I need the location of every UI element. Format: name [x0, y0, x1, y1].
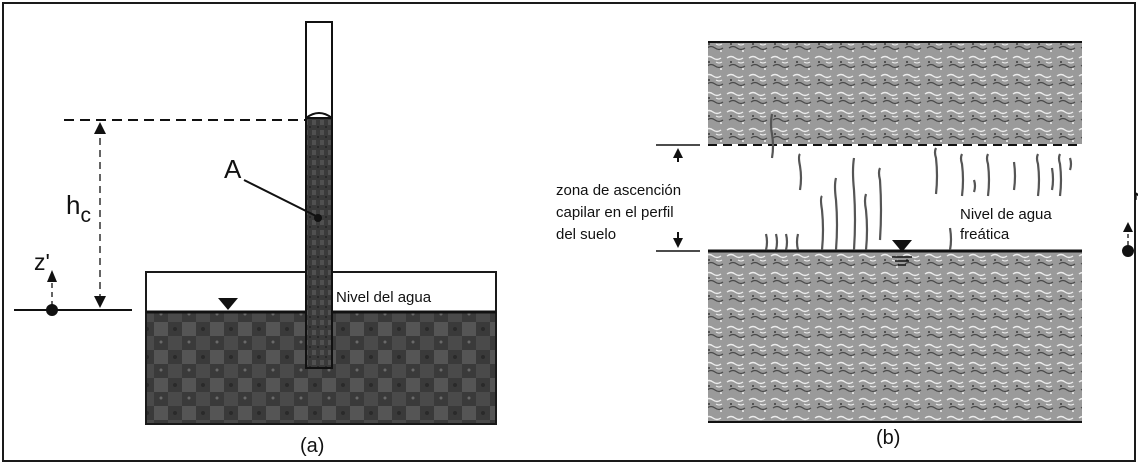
point-a-leader — [243, 179, 317, 217]
point-a-dot — [314, 214, 322, 222]
soil-upper — [708, 42, 1082, 144]
hc-arrow-up — [94, 122, 106, 134]
water-table-triangle — [892, 240, 912, 252]
water-table-label-bg — [954, 200, 1076, 244]
zone-arrow-top — [673, 148, 683, 158]
z-label-b: z' — [1131, 192, 1138, 205]
tube-water-column — [305, 117, 333, 369]
z-arrow-up-b — [1123, 222, 1133, 232]
capillary-threads — [764, 113, 1073, 251]
soil-lower — [708, 252, 1082, 422]
meniscus — [305, 112, 333, 119]
panel-b: zona de ascención capilar en el perfil d… — [556, 41, 1138, 449]
z-reference-point-b — [1122, 245, 1134, 257]
tube-empty-part — [305, 21, 333, 119]
zone-arrow-bottom — [673, 238, 683, 248]
point-a-label: A — [224, 154, 242, 184]
hc-arrow-down — [94, 296, 106, 308]
zone-label: zona de ascención capilar en el perfil d… — [556, 182, 685, 243]
reference-point — [46, 304, 58, 316]
z-label-a: z' — [34, 249, 50, 275]
panel-a: hc z' A Nivel del agua (a) — [14, 21, 497, 457]
water-level-label: Nivel del agua — [336, 289, 432, 306]
caption-b: (b) — [876, 427, 900, 449]
water-table-label: Nivel de agua freática — [960, 206, 1056, 243]
hc-label: hc — [66, 190, 91, 227]
z-arrow-up — [47, 270, 57, 282]
caption-a: (a) — [300, 435, 324, 457]
water-level-triangle-a — [218, 298, 238, 310]
